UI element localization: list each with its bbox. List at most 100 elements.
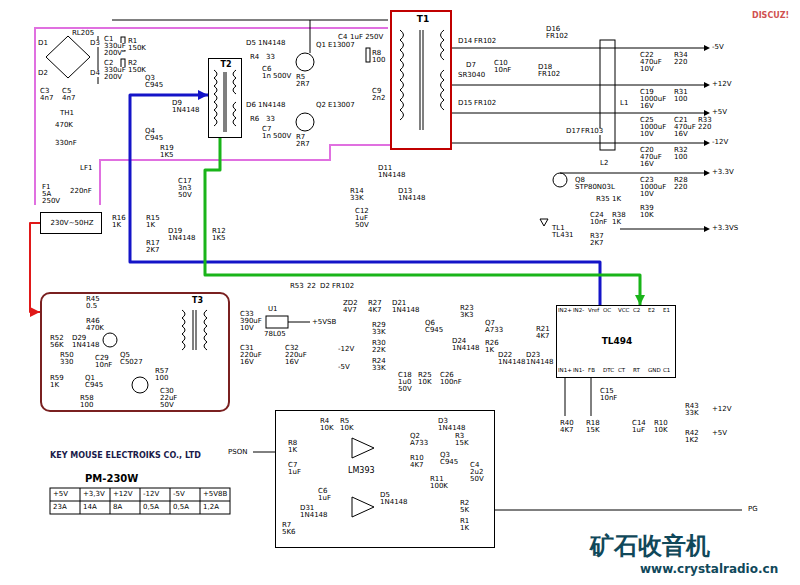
part-label: FR102: [546, 33, 568, 40]
part-label: 1K: [146, 222, 155, 229]
part-label: R2: [460, 500, 469, 507]
part-label: 3K3: [460, 312, 474, 319]
part-label: 4V7: [343, 307, 357, 314]
part-label: R53: [290, 283, 304, 290]
part-label: Q4: [145, 128, 155, 135]
part-label: 4K7: [410, 462, 424, 469]
table-rule: [80, 488, 81, 514]
part-label: STP80N03L: [575, 184, 615, 191]
part-label: 50V: [355, 222, 369, 229]
transformer-winding: [182, 310, 185, 350]
bridge-rectifier: [46, 36, 90, 78]
wire: [452, 113, 704, 114]
part-label: 100K: [430, 483, 448, 490]
part-label: D6: [246, 102, 256, 109]
part-label: 100nF: [440, 379, 462, 386]
part-label: 4n7: [62, 95, 75, 102]
part-label: R29: [372, 322, 386, 329]
part-label: R8: [372, 50, 381, 57]
part-label: 1K: [612, 196, 621, 203]
wire: [253, 452, 275, 453]
part-label: C1: [104, 36, 113, 43]
part-label: 1000uF: [640, 124, 666, 131]
part-label: 50V: [470, 476, 484, 483]
part-label: E2: [648, 308, 655, 314]
part-label: 1N4148: [498, 359, 526, 366]
part-label: 15K: [455, 440, 469, 447]
part-label: R19: [160, 145, 174, 152]
part-label: 33K: [372, 329, 386, 336]
part-label: 矿石收音机: [590, 534, 710, 558]
part-label: ZD2: [343, 300, 358, 307]
part-label: 4n7: [40, 95, 53, 102]
part-label: 220uF: [240, 352, 262, 359]
part-label: 100: [674, 154, 687, 161]
part-label: Q5: [120, 352, 130, 359]
part-label: 1K: [460, 525, 469, 532]
part-label: R34: [674, 52, 688, 59]
part-label: Q7: [485, 320, 495, 327]
transistor-symbol: [296, 53, 314, 71]
part-label: C18: [398, 372, 412, 379]
part-label: R5: [340, 418, 349, 425]
part-label: FR102: [332, 283, 354, 290]
part-label: C2: [104, 60, 113, 67]
part-label: C945: [145, 135, 163, 142]
part-label: -12V: [338, 346, 354, 353]
part-label: 220: [674, 59, 687, 66]
spec-table: [50, 488, 230, 514]
part-label: +3.3V: [712, 169, 734, 176]
part-label: 200V: [104, 50, 122, 57]
part-label: R45: [86, 296, 100, 303]
part-label: 220nF: [70, 188, 92, 195]
part-label: R4: [320, 418, 329, 425]
part-label: Q2: [316, 102, 326, 109]
part-label: R58: [80, 395, 94, 402]
part-label: RL205: [72, 30, 94, 37]
part-label: 330uF: [104, 67, 126, 74]
part-label: 1uF: [632, 427, 645, 434]
part-label: 2u2: [470, 469, 483, 476]
part-label: C5027: [120, 359, 143, 366]
part-label: 1n 500V: [262, 133, 291, 140]
part-label: 33K: [350, 195, 364, 202]
transformer-winding: [400, 30, 404, 120]
part-label: 10V: [640, 131, 654, 138]
part-label: 330nF: [55, 140, 77, 147]
part-label: R35: [596, 196, 610, 203]
part-label: C32: [285, 345, 299, 352]
part-label: 0.5: [86, 303, 97, 310]
part-label: D3: [90, 40, 100, 47]
part-label: DTC: [603, 368, 614, 374]
part-label: 1N4148: [398, 195, 426, 202]
part-label: R25: [418, 372, 432, 379]
part-label: -12V: [143, 491, 159, 498]
part-label: R3: [455, 433, 464, 440]
part-label: R24: [372, 358, 386, 365]
part-label: R12: [212, 228, 226, 235]
part-label: R2: [128, 60, 137, 67]
part-label: C30: [160, 388, 174, 395]
part-label: R14: [350, 188, 364, 195]
transformer-core: [226, 72, 227, 132]
part-label: U1: [268, 306, 278, 313]
mains-input-box: 230V~50HZ: [40, 212, 102, 234]
part-label: TL1: [552, 225, 565, 232]
part-label: +3,3V: [83, 491, 105, 498]
part-label: 10K: [418, 379, 432, 386]
part-label: C945: [145, 82, 163, 89]
part-label: 470uF: [640, 59, 662, 66]
part-label: -5V: [712, 44, 724, 51]
part-label: R1: [128, 38, 137, 45]
part-label: 4K7: [368, 307, 382, 314]
part-label: 33: [266, 116, 275, 123]
part-label: 100: [80, 402, 93, 409]
part-label: LF1: [80, 165, 92, 172]
part-label: R52: [50, 335, 64, 342]
part-label: F1: [42, 184, 50, 191]
part-label: R15: [146, 215, 160, 222]
mosfet-symbol: [553, 173, 567, 187]
wire: [620, 229, 704, 230]
part-label: 16V: [240, 359, 254, 366]
part-label: D23: [526, 352, 540, 359]
